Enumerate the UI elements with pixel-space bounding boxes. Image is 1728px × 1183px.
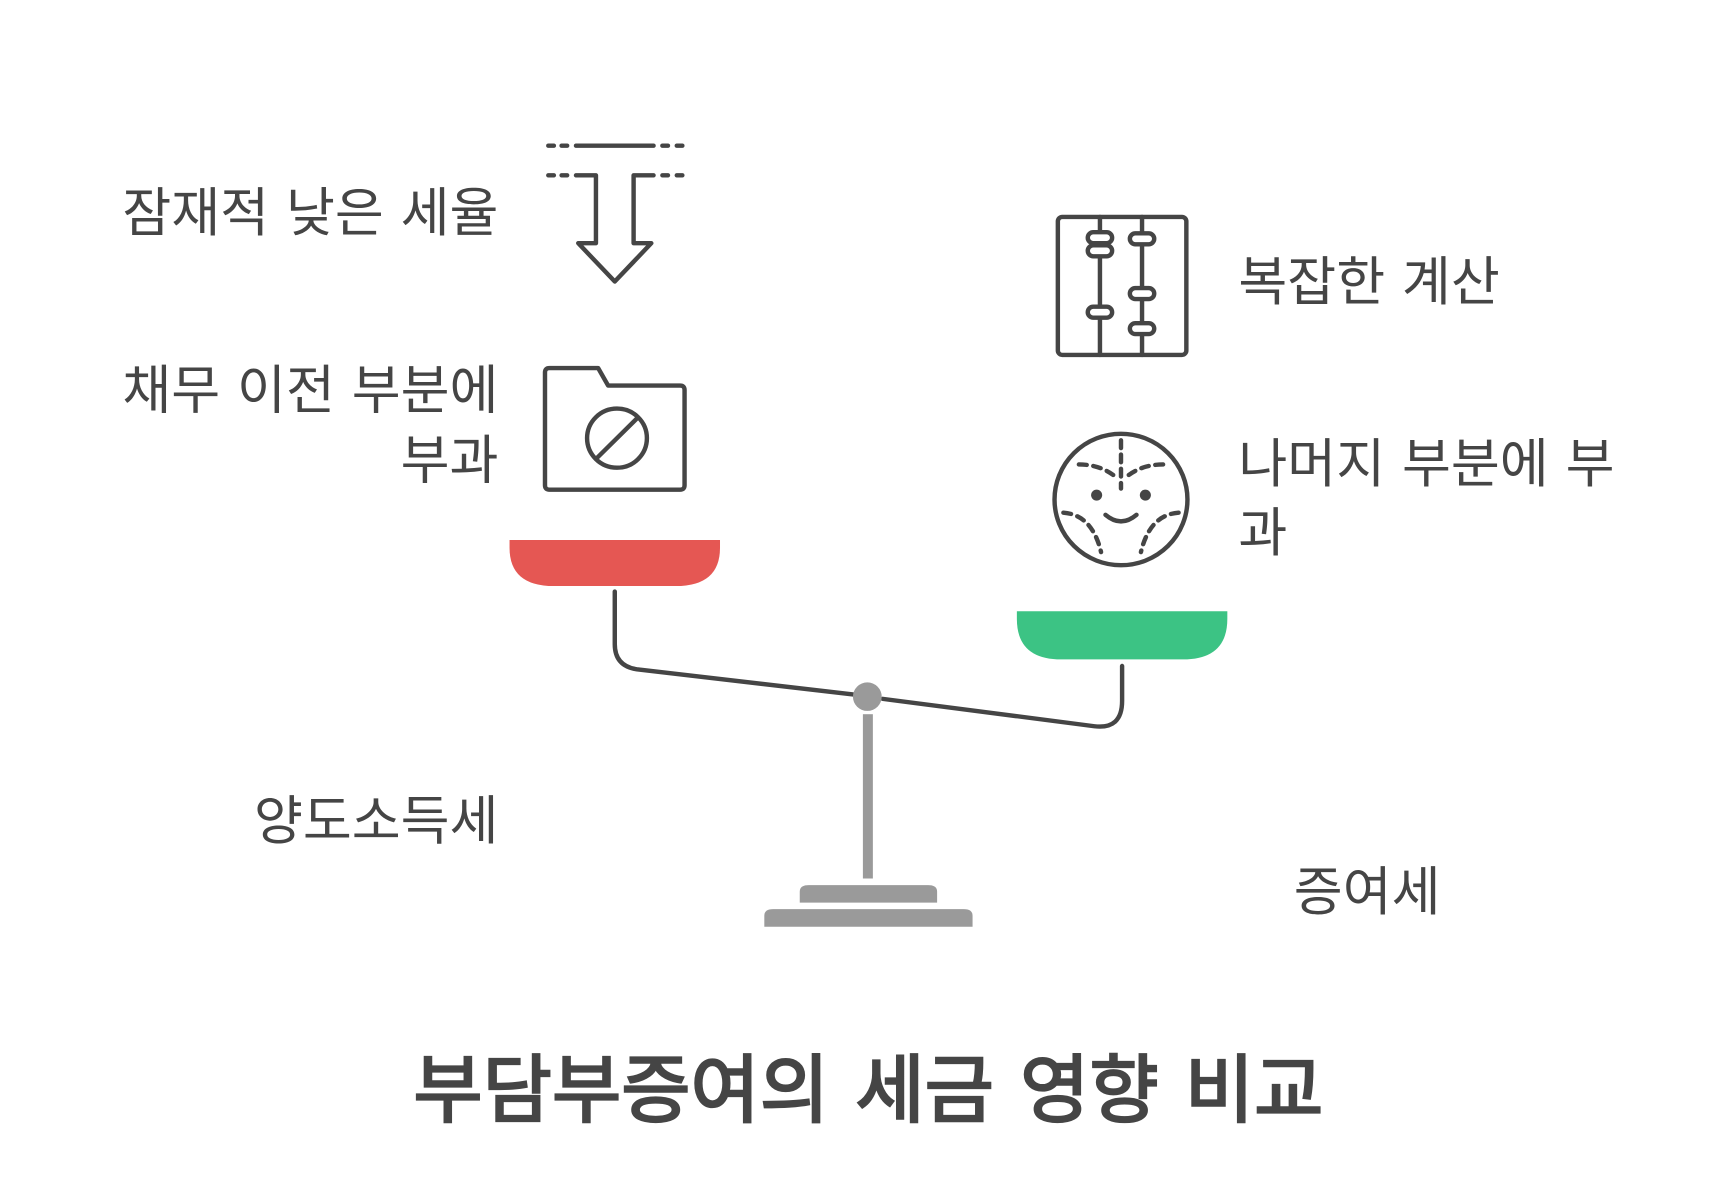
scale-pole xyxy=(862,714,873,879)
blocked-folder-icon xyxy=(542,365,687,492)
scale-base-lower xyxy=(764,909,973,927)
face-icon xyxy=(1052,431,1190,568)
right-point-2-label-line-1: 나머지 부분에 부 xyxy=(1238,434,1614,495)
right-side-label: 증여세 xyxy=(1294,862,1441,923)
left-side: 잠재적 낮은 세율 채무 이전 부분에 부과 양도 xyxy=(122,143,721,852)
right-point-1-label: 복잡한 계산 xyxy=(1238,252,1499,313)
left-point-2-label-line-2: 부과 xyxy=(401,431,499,492)
right-point-2-label-line-2: 과 xyxy=(1238,503,1287,564)
right-scale-pan xyxy=(1016,611,1228,660)
left-point-2-label-line-1: 채무 이전 부분에 xyxy=(122,361,498,422)
left-scale-pan xyxy=(509,540,721,587)
scale-beam-left xyxy=(612,589,856,697)
scale-pivot xyxy=(852,682,882,711)
scale-beam-right xyxy=(880,663,1125,729)
abacus-icon xyxy=(1055,214,1189,358)
down-arrow-icon xyxy=(546,143,685,284)
scale-base-upper xyxy=(799,885,938,903)
left-side-label: 양도소득세 xyxy=(254,791,499,852)
left-point-1-label: 잠재적 낮은 세율 xyxy=(122,183,498,244)
right-side: 복잡한 계산 나머지 부분에 부 과 증여세 xyxy=(1016,214,1615,923)
balance-scale xyxy=(612,589,1125,927)
diagram-title: 부담부증여의 세금 영향 비교 xyxy=(413,1046,1323,1134)
